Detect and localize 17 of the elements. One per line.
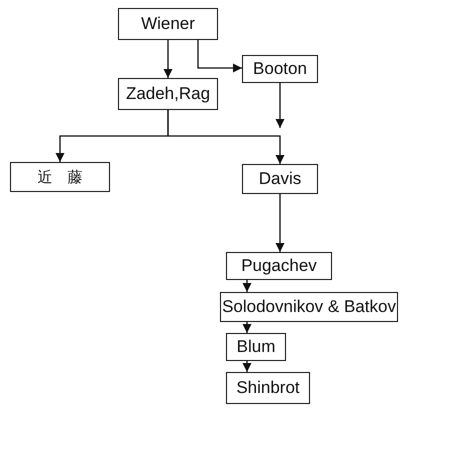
arrow (197, 40, 242, 73)
name-box: Pugachev (226, 252, 332, 280)
arrow (242, 280, 252, 292)
name-box: Shinbrot (226, 372, 310, 404)
arrow (242, 361, 252, 372)
arrow (167, 110, 285, 164)
name-box: Blum (226, 333, 286, 361)
name-box: Wiener (118, 8, 218, 40)
name-box: Davis (242, 164, 318, 194)
arrow (275, 83, 285, 128)
arrow (275, 194, 285, 252)
name-box: Solodovnikov & Batkov (220, 292, 398, 322)
name-box: 近藤 (10, 162, 110, 192)
name-box: Booton (242, 55, 318, 83)
arrow (242, 322, 252, 333)
arrow (163, 40, 173, 78)
name-box: Zadeh,Rag (118, 78, 218, 110)
